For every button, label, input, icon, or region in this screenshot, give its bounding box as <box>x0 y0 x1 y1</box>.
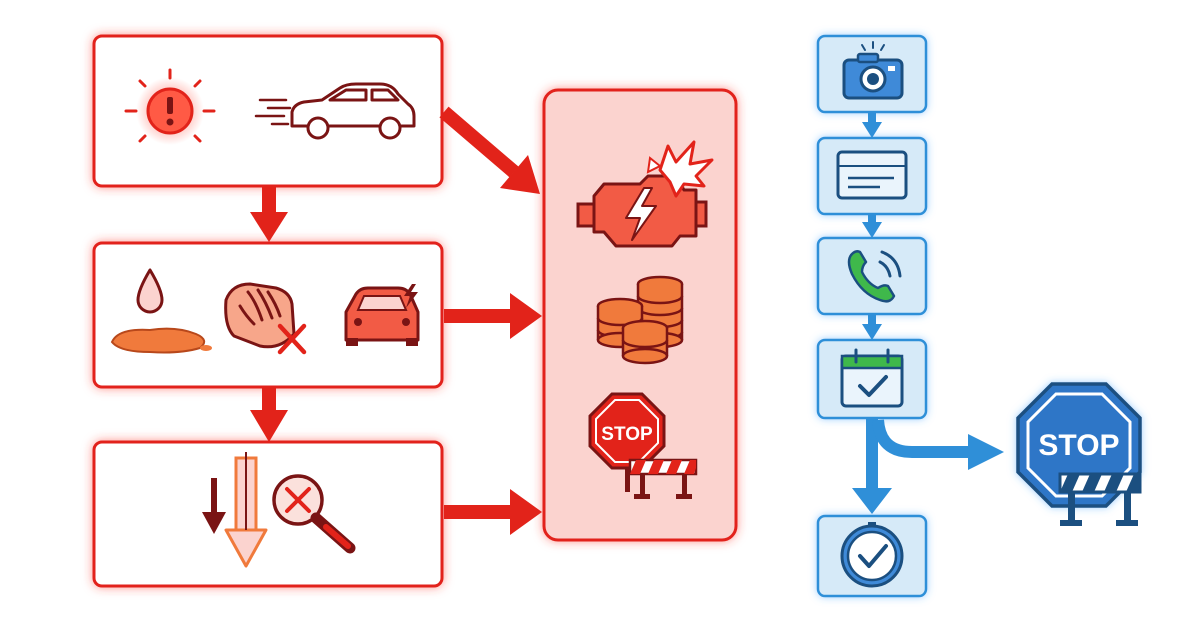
arrow-down-1 <box>250 186 288 242</box>
wiping-hand-icon <box>224 282 307 355</box>
calendar-check-icon <box>840 348 904 408</box>
fluid-drop-icon <box>110 268 212 354</box>
arrow-to-consequence-3 <box>444 489 542 535</box>
document-card-icon <box>836 150 908 200</box>
phone-call-icon <box>847 250 902 303</box>
decline-arrows-icon <box>202 452 268 568</box>
blue-arrow-down-to-clock <box>852 418 892 514</box>
blue-arrow-1 <box>862 112 882 138</box>
engine-damage-icon <box>576 140 714 248</box>
camera-icon <box>842 41 904 100</box>
red-stop-text: STOP <box>601 424 653 445</box>
blue-stop-barrier-icon: STOP <box>1016 382 1142 526</box>
blue-arrow-3 <box>862 314 882 340</box>
arrow-down-2 <box>250 387 288 442</box>
blue-arrow-branch-to-stop <box>872 419 1004 470</box>
step-box-3 <box>816 236 928 316</box>
arrow-to-consequence-2 <box>444 293 542 339</box>
magnifier-x-icon <box>272 474 356 554</box>
arrow-to-consequence-1 <box>439 106 540 194</box>
coin-stacks-icon <box>596 275 684 365</box>
symptom-box-3 <box>92 440 444 588</box>
speeding-car-icon <box>254 82 416 140</box>
car-electrical-icon <box>344 284 420 346</box>
stop-barrier-icon: STOP <box>588 392 698 499</box>
warning-light-icon <box>124 68 216 145</box>
blue-arrow-2 <box>862 214 882 238</box>
clock-check-icon <box>840 522 904 588</box>
blue-stop-text: STOP <box>1038 429 1119 462</box>
